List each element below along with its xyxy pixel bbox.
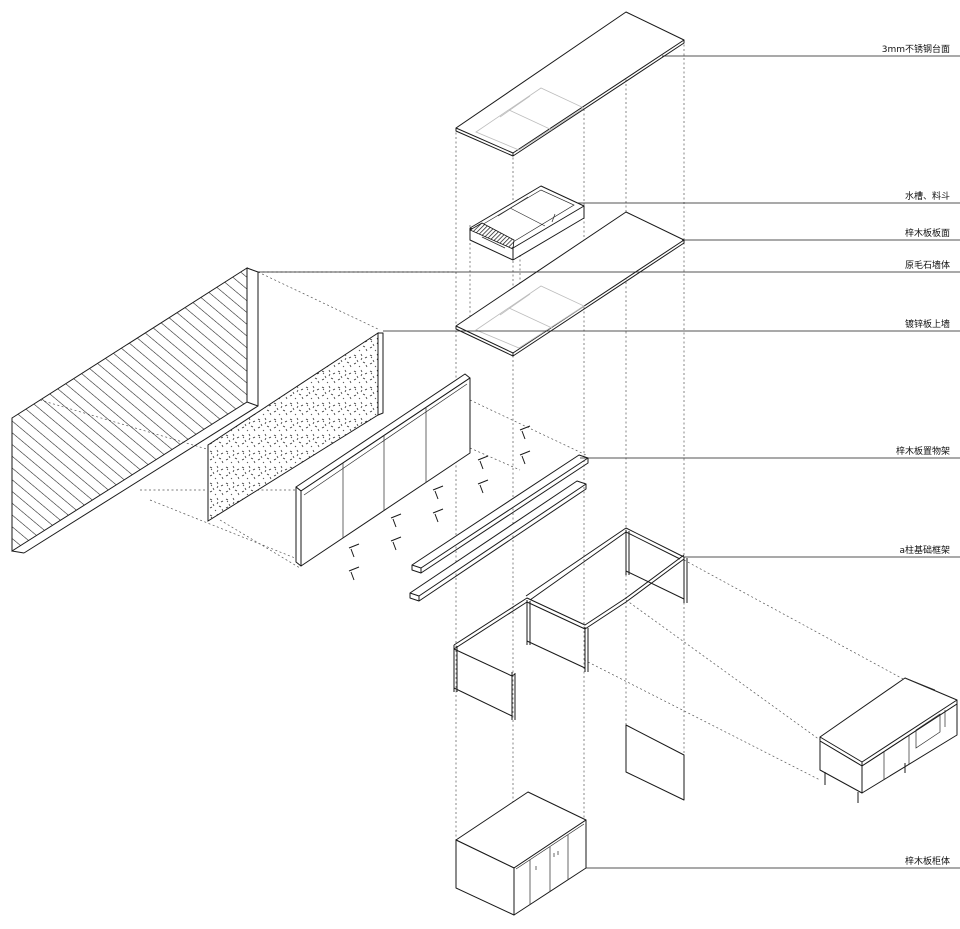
label-countertop: 3mm不锈钢台面: [882, 43, 950, 55]
label-cabinet-body: 梓木板柜体: [905, 855, 950, 867]
label-base-frame: a柱基础框架: [899, 544, 950, 556]
rubble-stone-wall: [11, 267, 259, 554]
alignment-dashed-lines: [39, 12, 906, 915]
pillar-base-frame: [453, 527, 688, 801]
label-galvanized-wall: 镀锌板上墙: [905, 318, 950, 330]
glass-display-frame: [295, 373, 471, 567]
label-sink-hopper: 水槽、料斗: [905, 190, 950, 202]
catalpa-shelves: [348, 425, 589, 602]
label-stone-wall: 原毛石墙体: [905, 259, 950, 271]
galvanized-panel-wall: [207, 332, 384, 522]
stainless-steel-countertop: [455, 11, 685, 157]
component-labels: 3mm不锈钢台面 水槽、料斗 梓木板板面 原毛石墙体 镀锌板上墙 梓木板置物架 …: [882, 43, 950, 867]
catalpa-cabinet-body: [455, 791, 587, 916]
label-leaders: [258, 55, 960, 869]
label-board-top: 梓木板板面: [905, 227, 950, 239]
label-shelves: 梓木板置物架: [896, 445, 950, 457]
assembled-island-cabinet: [819, 677, 958, 803]
sink-and-hopper: [469, 185, 585, 261]
